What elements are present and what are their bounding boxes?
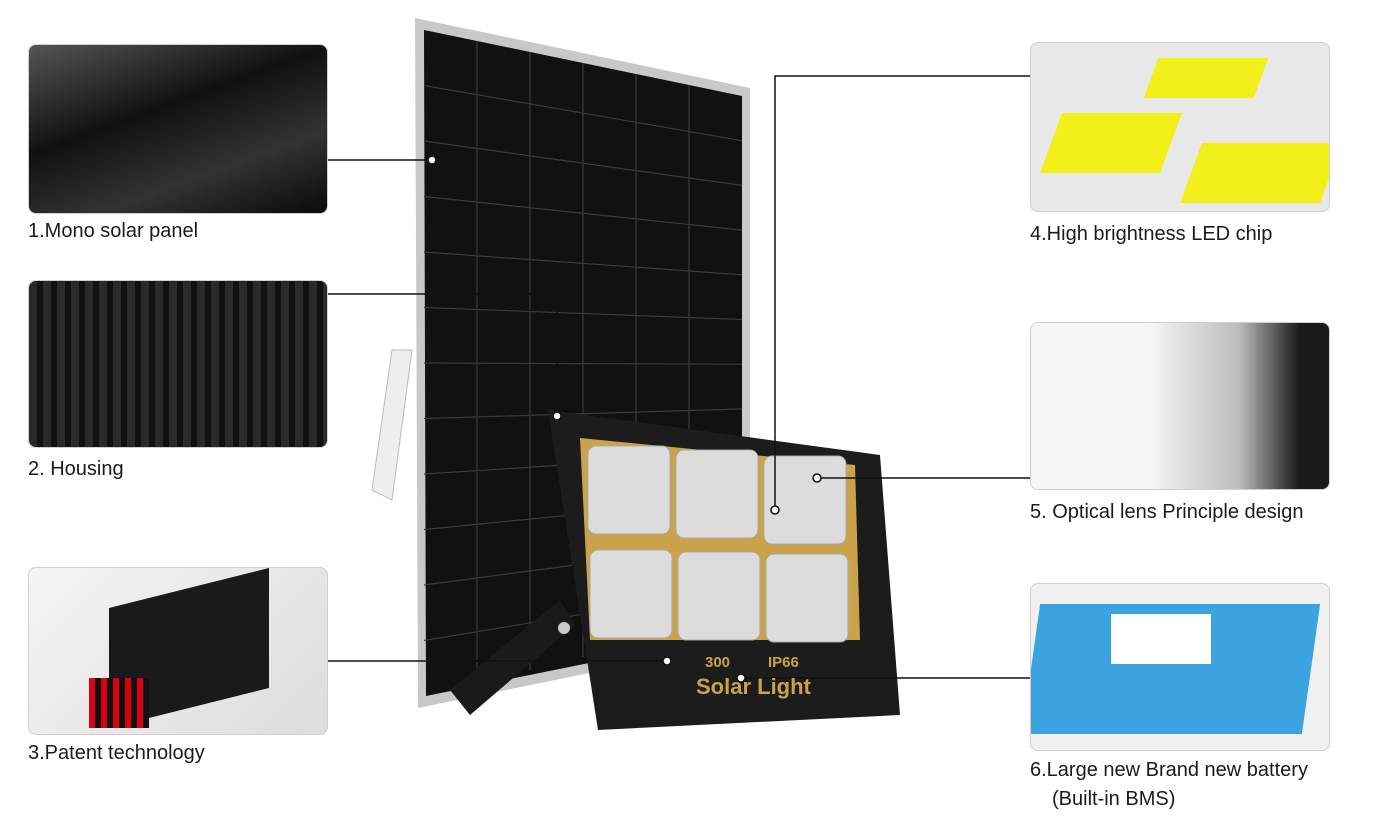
led-module [587, 445, 671, 535]
feature-label-2: 2. Housing [28, 458, 124, 480]
led-module [675, 449, 759, 539]
feature-label-5: 5. Optical lens Principle design [1030, 501, 1304, 523]
wattage-label: 300 [705, 654, 731, 671]
leader-lines [328, 75, 1030, 679]
feature-label-1: 1.Mono solar panel [28, 220, 199, 242]
led-module [763, 455, 847, 545]
optical-lens-closeup [1030, 322, 1330, 490]
battery-closeup [1030, 583, 1330, 751]
controller-closeup [28, 567, 328, 735]
led-module [589, 549, 673, 639]
panel-stand [371, 349, 413, 501]
feature-sublabel-6: (Built-in BMS) [1052, 788, 1176, 810]
led-chip-closeup [1030, 42, 1330, 212]
rating-label: IP66 [768, 654, 799, 671]
flood-light [450, 410, 900, 730]
led-module [765, 553, 849, 643]
led-module [677, 551, 761, 641]
housing-closeup [28, 280, 328, 448]
feature-label-4: 4.High brightness LED chip [1030, 223, 1273, 245]
solar-panel-closeup [28, 44, 328, 214]
product-name: Solar Light [696, 674, 811, 699]
feature-label-6: 6.Large new Brand new battery [1030, 759, 1308, 781]
bolt-icon [558, 622, 570, 634]
feature-label-3: 3.Patent technology [28, 742, 205, 764]
